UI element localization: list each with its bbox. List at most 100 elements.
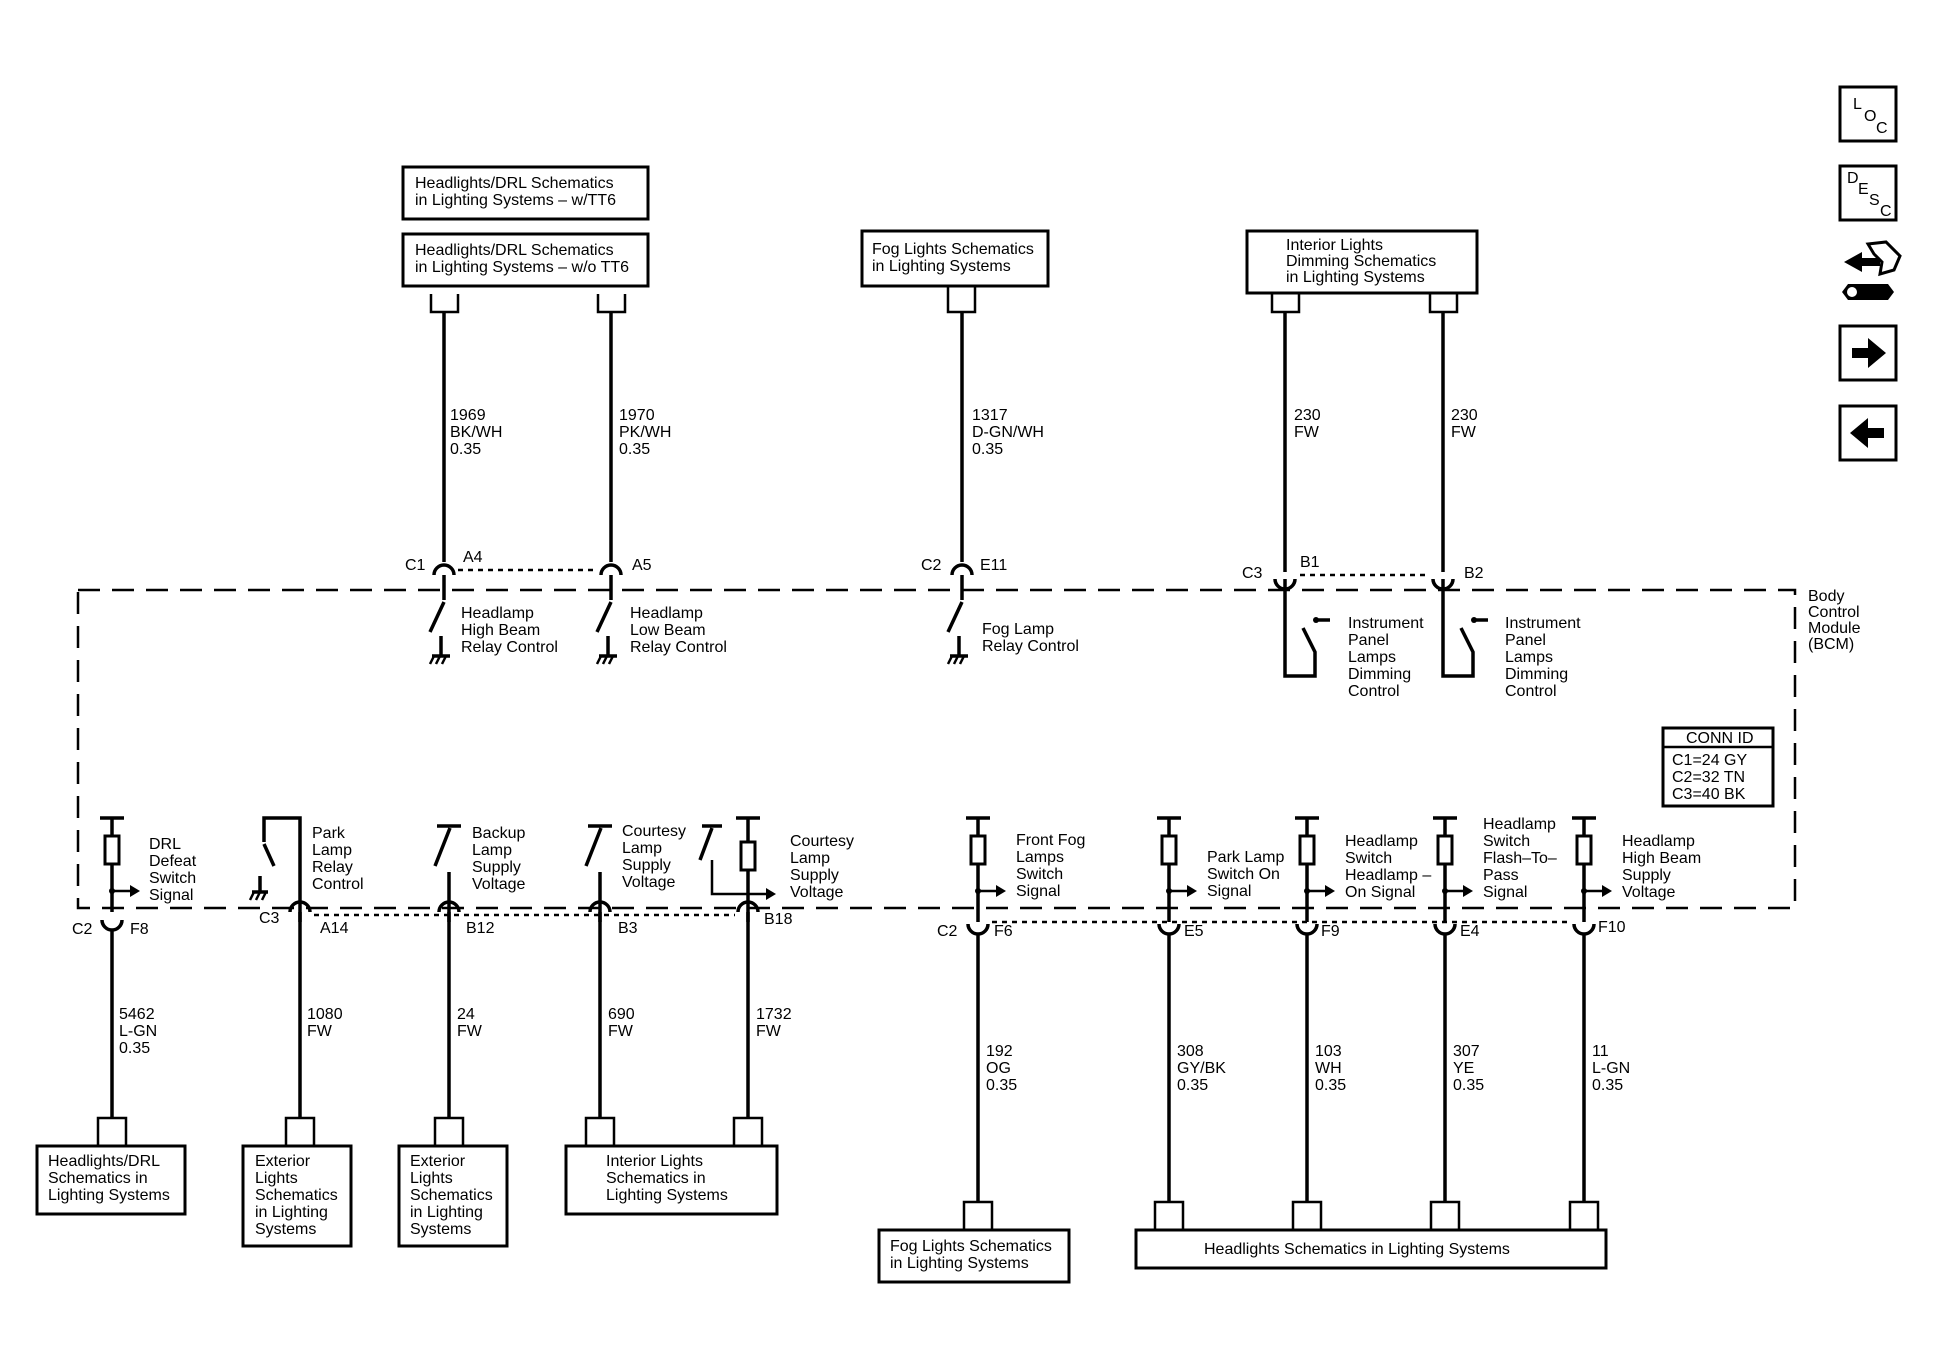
switch-fog-relay [946, 575, 968, 665]
pin-c2-top: C2 [921, 557, 942, 574]
ref-text: Interior Lights [606, 1153, 703, 1170]
svg-text:On Signal: On Signal [1345, 884, 1415, 901]
svg-text:Switch On: Switch On [1207, 866, 1280, 883]
svg-text:103: 103 [1315, 1043, 1342, 1060]
input-park-switch [1157, 816, 1197, 922]
loc-button[interactable]: L O C [1838, 85, 1898, 143]
ref-box-fog-lights-top[interactable]: Fog Lights Schematics in Lighting System… [860, 229, 1050, 288]
ref-text: Headlights/DRL [48, 1153, 160, 1170]
func-fog-relay: Fog Lamp Relay Control [982, 621, 1079, 655]
svg-text:Signal: Signal [149, 887, 193, 904]
ref-box-exterior-1[interactable]: Exterior Lights Schematics in Lighting S… [241, 1144, 353, 1248]
svg-text:L-GN: L-GN [1592, 1060, 1630, 1077]
func-low-beam: Headlamp Low Beam Relay Control [630, 605, 727, 656]
ref-box-fog-lights-bottom[interactable]: Fog Lights Schematics in Lighting System… [877, 1228, 1071, 1284]
conn-id-box: CONN ID C1=24 GY C2=32 TN C3=40 BK [1661, 726, 1775, 808]
svg-text:Panel: Panel [1505, 632, 1546, 649]
svg-text:Voltage: Voltage [622, 874, 675, 891]
svg-text:230: 230 [1294, 407, 1321, 424]
svg-text:Headlamp: Headlamp [1483, 816, 1556, 833]
svg-text:L-GN: L-GN [119, 1023, 157, 1040]
svg-text:Supply: Supply [622, 857, 671, 874]
desc-letter-c: C [1880, 203, 1892, 220]
svg-text:0.35: 0.35 [450, 441, 481, 458]
svg-text:Switch: Switch [1016, 866, 1063, 883]
ref-box-interior-bottom[interactable]: Interior Lights Schematics in Lighting S… [564, 1144, 779, 1216]
bcm-label: Body Control Module (BCM) [1808, 588, 1861, 653]
ref-box-headlights-drl-wo-tt6[interactable]: Headlights/DRL Schematics in Lighting Sy… [401, 232, 650, 288]
ref-text: Exterior [410, 1153, 466, 1170]
ref-text: Headlights Schematics in Lighting System… [1204, 1241, 1510, 1258]
bottom-wires [110, 912, 1586, 1202]
next-page-button[interactable] [1838, 324, 1898, 382]
svg-text:24: 24 [457, 1006, 475, 1023]
func-backup: Backup Lamp Supply Voltage [472, 825, 525, 893]
pin-b2: B2 [1464, 565, 1484, 582]
desc-button[interactable]: D E S C [1838, 164, 1898, 222]
ref-text: in Lighting Systems – w/o TT6 [415, 259, 629, 276]
pin-f9: F9 [1321, 923, 1340, 940]
ref-box-headlights-bottom[interactable]: Headlights Schematics in Lighting System… [1134, 1228, 1608, 1270]
ref-text: Exterior [255, 1153, 311, 1170]
svg-text:Signal: Signal [1207, 883, 1251, 900]
wire-label-690: 690 FW [608, 1006, 635, 1040]
input-drl-defeat [100, 816, 140, 912]
wire-label-230-b: 230 FW [1451, 407, 1478, 441]
svg-text:Supply: Supply [1622, 867, 1671, 884]
svg-text:Panel: Panel [1348, 632, 1389, 649]
svg-text:Voltage: Voltage [1622, 884, 1675, 901]
svg-text:Supply: Supply [790, 867, 839, 884]
connector-wrench-icon[interactable] [1842, 240, 1902, 300]
pin-a14: A14 [320, 920, 349, 937]
desc-letter-s: S [1869, 192, 1880, 209]
svg-text:Relay: Relay [312, 859, 353, 876]
ref-box-headlights-drl-w-tt6[interactable]: Headlights/DRL Schematics in Lighting Sy… [401, 165, 650, 221]
svg-text:0.35: 0.35 [1315, 1077, 1346, 1094]
ref-box-interior-dimming[interactable]: Interior Lights Dimming Schematics in Li… [1245, 229, 1479, 295]
wire-label-11: 11 L-GN 0.35 [1592, 1043, 1630, 1094]
ref-text: Schematics [255, 1187, 338, 1204]
svg-text:Module: Module [1808, 620, 1861, 637]
ref-text: Interior Lights [1286, 237, 1383, 254]
svg-text:307: 307 [1453, 1043, 1480, 1060]
svg-text:5462: 5462 [119, 1006, 155, 1023]
ref-text: in Lighting [255, 1204, 328, 1221]
svg-text:1969: 1969 [450, 407, 486, 424]
pin-c3-bottom: C3 [259, 910, 280, 927]
prev-page-button[interactable] [1838, 404, 1898, 462]
svg-text:FW: FW [1451, 424, 1477, 441]
svg-text:Headlamp: Headlamp [630, 605, 703, 622]
ref-text: Schematics in [48, 1170, 148, 1187]
func-park-switch: Park Lamp Switch On Signal [1207, 849, 1284, 900]
svg-text:Pass: Pass [1483, 867, 1519, 884]
svg-text:C2=32 TN: C2=32 TN [1672, 769, 1745, 786]
svg-text:Dimming: Dimming [1348, 666, 1411, 683]
func-courtesy-2: Courtesy Lamp Supply Voltage [790, 833, 854, 901]
svg-text:FW: FW [756, 1023, 782, 1040]
input-flash-to-pass [1433, 816, 1473, 922]
svg-text:Lamp: Lamp [790, 850, 830, 867]
ref-text: Headlights/DRL Schematics [415, 242, 614, 259]
svg-text:Control: Control [1348, 683, 1400, 700]
svg-text:BK/WH: BK/WH [450, 424, 502, 441]
svg-text:Headlamp: Headlamp [1622, 833, 1695, 850]
svg-text:11: 11 [1592, 1043, 1609, 1060]
svg-text:Signal: Signal [1016, 883, 1060, 900]
pin-f10: F10 [1598, 919, 1626, 936]
ref-box-headlights-drl-bottom[interactable]: Headlights/DRL Schematics in Lighting Sy… [35, 1144, 187, 1216]
ref-text: in Lighting Systems [872, 258, 1011, 275]
input-headlamp-on [1295, 816, 1335, 922]
svg-text:0.35: 0.35 [119, 1040, 150, 1057]
func-drl-defeat: DRL Defeat Switch Signal [149, 836, 197, 904]
wire-label-230-a: 230 FW [1294, 407, 1321, 441]
ref-box-exterior-2[interactable]: Exterior Lights Schematics in Lighting S… [397, 1144, 509, 1248]
ref-text: in Lighting [410, 1204, 483, 1221]
switch-high-beam [428, 575, 450, 665]
input-high-beam-supply [1572, 816, 1612, 922]
svg-text:FW: FW [307, 1023, 333, 1040]
svg-text:Lamps: Lamps [1016, 849, 1064, 866]
svg-text:Voltage: Voltage [472, 876, 525, 893]
pin-a5: A5 [632, 557, 652, 574]
svg-text:1317: 1317 [972, 407, 1008, 424]
switch-ip-dim-1 [1283, 579, 1330, 678]
